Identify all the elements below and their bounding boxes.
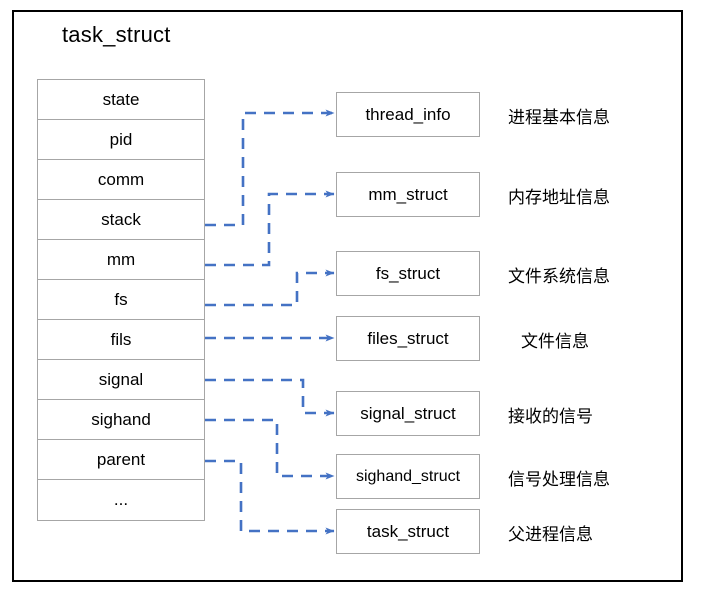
struct-field-stack: stack xyxy=(38,200,204,240)
struct-field-signal: signal xyxy=(38,360,204,400)
task-struct-field-table: state pid comm stack mm fs fils signal s… xyxy=(37,79,205,521)
annotation-thread-info: 进程基本信息 xyxy=(508,108,610,127)
struct-field-comm: comm xyxy=(38,160,204,200)
target-box-files-struct[interactable]: files_struct xyxy=(336,316,480,361)
target-box-thread-info[interactable]: thread_info xyxy=(336,92,480,137)
struct-field-parent: parent xyxy=(38,440,204,480)
struct-field-fs: fs xyxy=(38,280,204,320)
annotation-signal-struct: 接收的信号 xyxy=(508,407,593,426)
target-box-task-struct[interactable]: task_struct xyxy=(336,509,480,554)
annotation-fs-struct: 文件系统信息 xyxy=(508,267,610,286)
target-box-signal-struct[interactable]: signal_struct xyxy=(336,391,480,436)
annotation-task-struct: 父进程信息 xyxy=(508,525,593,544)
struct-field-state: state xyxy=(38,80,204,120)
annotation-mm-struct: 内存地址信息 xyxy=(508,188,610,207)
annotation-sighand-struct: 信号处理信息 xyxy=(508,470,610,489)
struct-field-mm: mm xyxy=(38,240,204,280)
target-box-mm-struct[interactable]: mm_struct xyxy=(336,172,480,217)
target-box-sighand-struct[interactable]: sighand_struct xyxy=(336,454,480,499)
struct-field-fils: fils xyxy=(38,320,204,360)
target-box-fs-struct[interactable]: fs_struct xyxy=(336,251,480,296)
diagram-frame xyxy=(12,10,683,582)
annotation-files-struct: 文件信息 xyxy=(521,332,589,351)
page-title: task_struct xyxy=(62,22,171,47)
struct-field-sighand: sighand xyxy=(38,400,204,440)
struct-field-pid: pid xyxy=(38,120,204,160)
struct-field-ellipsis: ... xyxy=(38,480,204,520)
